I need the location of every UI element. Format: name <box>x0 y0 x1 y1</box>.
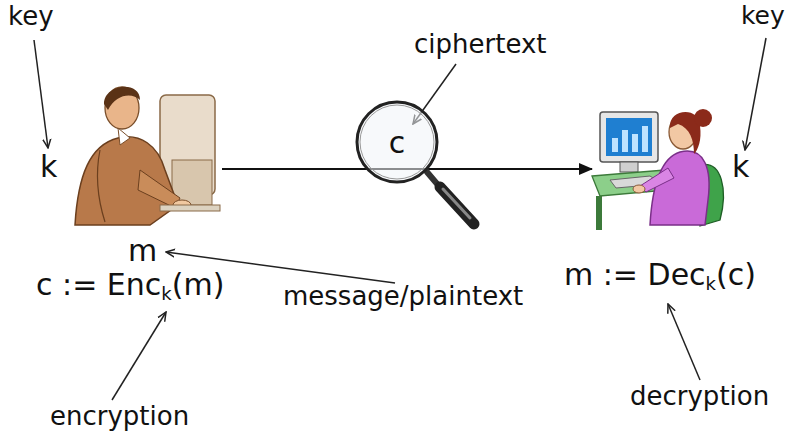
sender-figure <box>75 87 220 225</box>
leader-line <box>745 38 766 150</box>
text-label: m <box>128 234 157 269</box>
text-label: k <box>732 150 749 185</box>
formula-part: (m) <box>172 267 225 302</box>
text-label: decryption <box>630 382 769 412</box>
text-label: k <box>40 150 57 185</box>
formula-part: (c) <box>716 257 756 292</box>
text-label: message/plaintext <box>283 282 523 312</box>
magnifier-handle-shine <box>443 189 470 218</box>
subscript: k <box>706 273 716 294</box>
magnifier-lens: c <box>353 98 441 186</box>
leader-line <box>668 304 700 380</box>
formula-part: c := Enc <box>36 267 161 302</box>
leader-line <box>112 312 166 400</box>
leader-line <box>34 40 48 148</box>
ciphertext-symbol: c <box>389 125 406 160</box>
formula-part: m := Dec <box>564 257 706 292</box>
text-label: key <box>741 2 785 31</box>
text-label: encryption <box>50 402 189 432</box>
formula: c := Enck(m) <box>36 268 224 304</box>
magnifier-handle <box>440 187 474 224</box>
subscript: k <box>161 283 171 304</box>
text-label: key <box>8 2 54 32</box>
formula: m := Deck(c) <box>564 258 756 294</box>
receiver-figure <box>592 109 723 230</box>
text-label: ciphertext <box>414 30 547 60</box>
